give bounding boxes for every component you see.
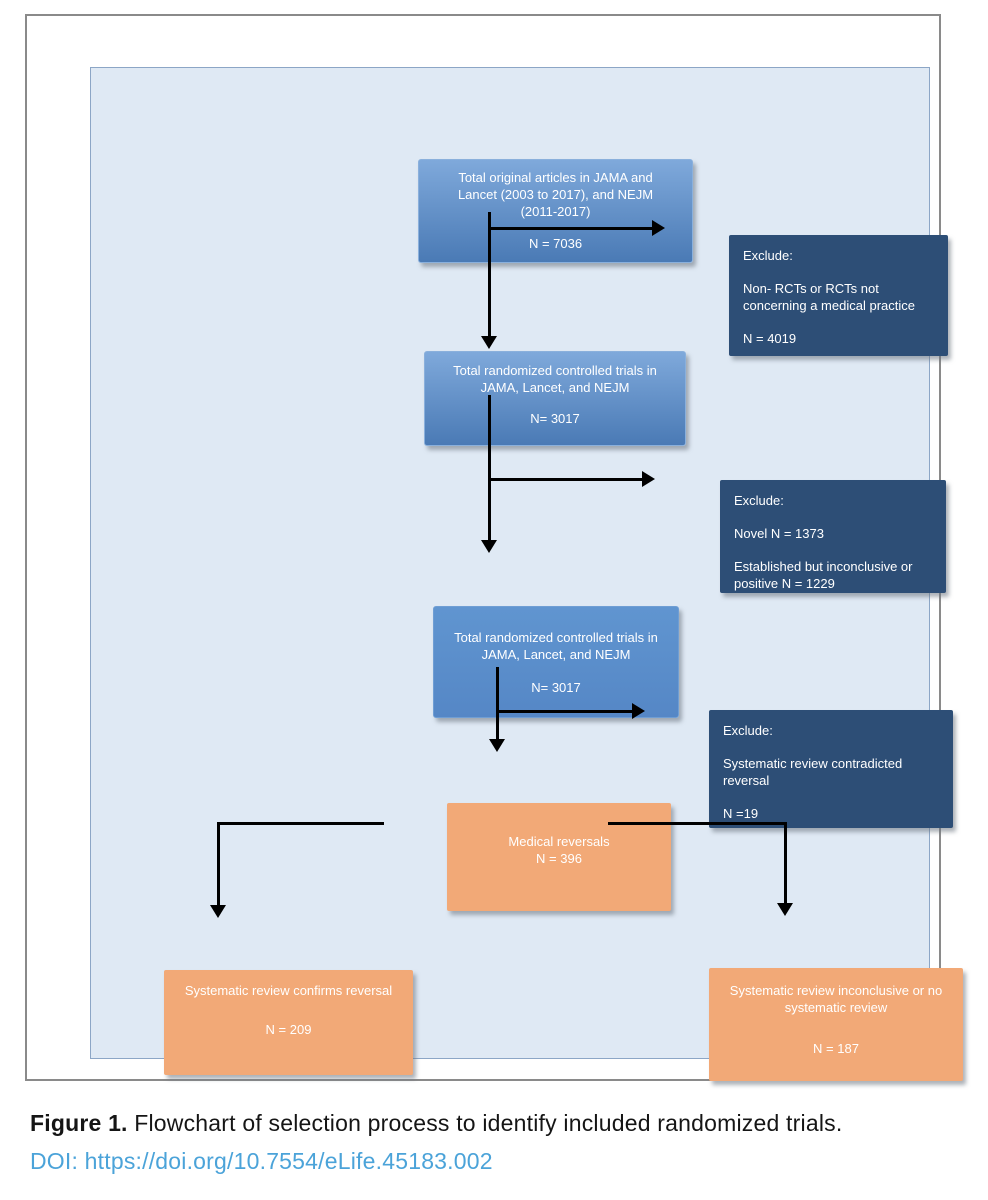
caption-label: Figure 1. xyxy=(30,1110,128,1136)
arrow-line-rct1-to-rct2 xyxy=(488,395,491,541)
arrowhead-right-exclude3 xyxy=(632,703,645,719)
node-text: Total original articles in JAMA and Lanc… xyxy=(457,170,654,220)
node-medical-reversals: Medical reversals N = 396 xyxy=(447,803,671,911)
node-count: N = 187 xyxy=(813,1041,859,1057)
node-exclude-non-rcts: Exclude: Non- RCTs or RCTs not concernin… xyxy=(729,235,948,356)
exclude-count: N =19 xyxy=(723,806,759,822)
arrowhead-down-rct2 xyxy=(481,540,497,553)
arrowhead-down-inconclusive xyxy=(777,903,793,916)
arrow-line-down-confirmed xyxy=(217,822,220,906)
arrow-line-right-branch xyxy=(608,822,786,825)
arrow-line-to-exclude2 xyxy=(488,478,643,481)
exclude-body-established: Established but inconclusive or positive… xyxy=(734,559,913,592)
arrowhead-down-reversals xyxy=(489,739,505,752)
node-count: N= 3017 xyxy=(530,411,580,427)
figure-caption: Figure 1. Flowchart of selection process… xyxy=(30,1110,960,1137)
node-count: N = 209 xyxy=(265,1022,312,1038)
node-exclude-novel-established: Exclude: Novel N = 1373 Established but … xyxy=(720,480,946,593)
exclude-body: Systematic review contradicted reversal xyxy=(723,756,903,789)
flowchart-panel: Total original articles in JAMA and Lanc… xyxy=(90,67,963,1081)
arrow-line-rct2-to-reversals xyxy=(496,667,499,740)
arrow-line-top-to-rct1 xyxy=(488,212,491,337)
node-text: Total randomized controlled trials in JA… xyxy=(453,363,657,396)
arrowhead-right-exclude2 xyxy=(642,471,655,487)
arrowhead-down-confirmed xyxy=(210,905,226,918)
arrow-line-left-branch xyxy=(217,822,384,825)
node-count: N= 3017 xyxy=(531,680,581,696)
arrow-line-down-inconclusive xyxy=(784,822,787,904)
node-review-confirms: Systematic review confirms reversal N = … xyxy=(164,970,413,1075)
exclude-title: Exclude: xyxy=(734,493,784,508)
arrowhead-down-rct1 xyxy=(481,336,497,349)
figure-frame: Total original articles in JAMA and Lanc… xyxy=(25,14,963,1081)
exclude-body: Non- RCTs or RCTs not concerning a medic… xyxy=(743,281,915,314)
arrow-line-to-exclude1 xyxy=(488,227,653,230)
exclude-title: Exclude: xyxy=(743,248,793,263)
node-exclude-contradicted: Exclude: Systematic review contradicted … xyxy=(709,710,953,828)
node-count: N = 7036 xyxy=(528,236,583,252)
node-text: Total randomized controlled trials in JA… xyxy=(454,630,658,663)
exclude-body-novel: Novel N = 1373 xyxy=(734,526,824,542)
node-total-original-articles: Total original articles in JAMA and Lanc… xyxy=(418,159,693,263)
exclude-count: N = 4019 xyxy=(743,331,797,347)
node-text: Systematic review confirms reversal xyxy=(184,983,393,998)
caption-text: Flowchart of selection process to identi… xyxy=(127,1110,843,1136)
exclude-title: Exclude: xyxy=(723,723,773,738)
arrow-line-to-exclude3 xyxy=(496,710,633,713)
node-count: N = 396 xyxy=(536,851,582,867)
doi-link[interactable]: DOI: https://doi.org/10.7554/eLife.45183… xyxy=(30,1148,493,1174)
node-total-rcts-1: Total randomized controlled trials in JA… xyxy=(424,351,686,446)
node-text: Medical reversals xyxy=(508,834,610,849)
node-review-inconclusive: Systematic review inconclusive or no sys… xyxy=(709,968,963,1081)
node-text: Systematic review inconclusive or no sys… xyxy=(729,983,943,1016)
node-total-rcts-2: Total randomized controlled trials in JA… xyxy=(433,606,679,718)
arrowhead-right-exclude1 xyxy=(652,220,665,236)
